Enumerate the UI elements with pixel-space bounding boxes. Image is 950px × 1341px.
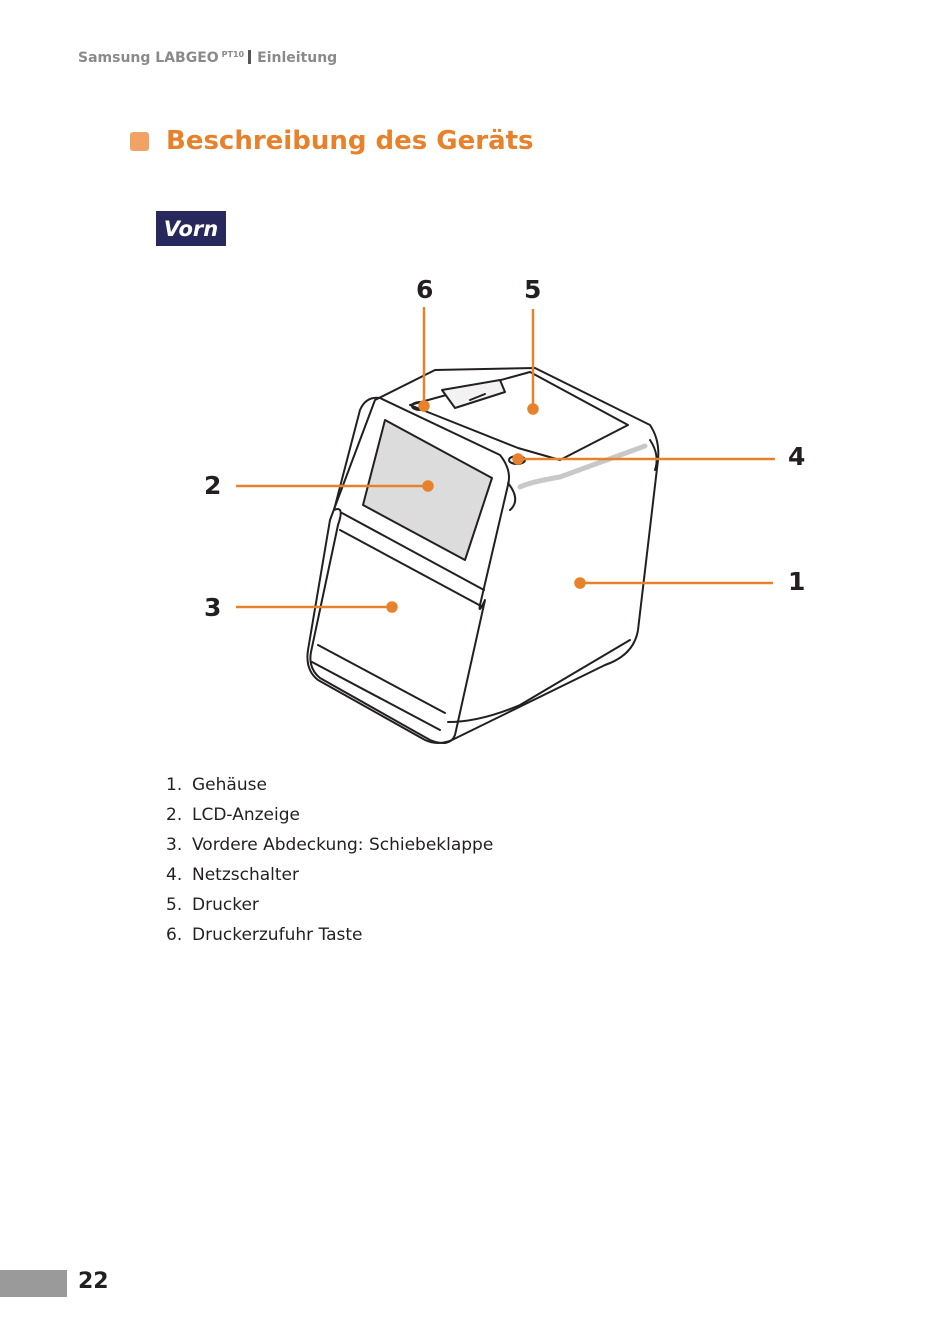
header-model: PT10 — [221, 50, 245, 59]
callout-5: 5 — [524, 275, 541, 304]
bullet-square-icon — [130, 131, 149, 151]
header-product: Samsung LABGEO — [78, 50, 219, 66]
printer-top-outline — [409, 371, 629, 461]
subsection-label: Vorn — [156, 211, 226, 246]
housing-outline — [306, 367, 660, 744]
legend-item: 4.Netzschalter — [166, 865, 299, 885]
callout-2: 2 — [204, 471, 221, 500]
legend-item: 3.Vordere Abdeckung: Schiebeklappe — [166, 835, 494, 855]
legend-item: 2.LCD-Anzeige — [166, 805, 300, 825]
header-section: Einleitung — [257, 50, 338, 66]
footer-bar — [0, 1270, 67, 1297]
callout-4: 4 — [788, 442, 805, 471]
legend-item: 6.Druckerzufuhr Taste — [166, 925, 363, 945]
front-panel-outline — [309, 396, 510, 745]
page-number: 22 — [78, 1269, 109, 1294]
page-title: Beschreibung des Geräts — [166, 126, 534, 156]
header-divider — [248, 50, 252, 64]
legend-item: 5.Drucker — [166, 895, 259, 915]
legend-item: 1.Gehäuse — [166, 775, 267, 795]
callout-3: 3 — [204, 593, 221, 622]
parts-legend: 1.Gehäuse 2.LCD-Anzeige 3.Vordere Abdeck… — [166, 772, 493, 952]
section-heading: Beschreibung des Geräts — [130, 126, 534, 156]
callout-6: 6 — [416, 275, 433, 304]
device-diagram: 1 2 3 4 5 6 — [204, 275, 805, 745]
callout-1: 1 — [788, 567, 805, 596]
side-stripe — [517, 443, 648, 490]
